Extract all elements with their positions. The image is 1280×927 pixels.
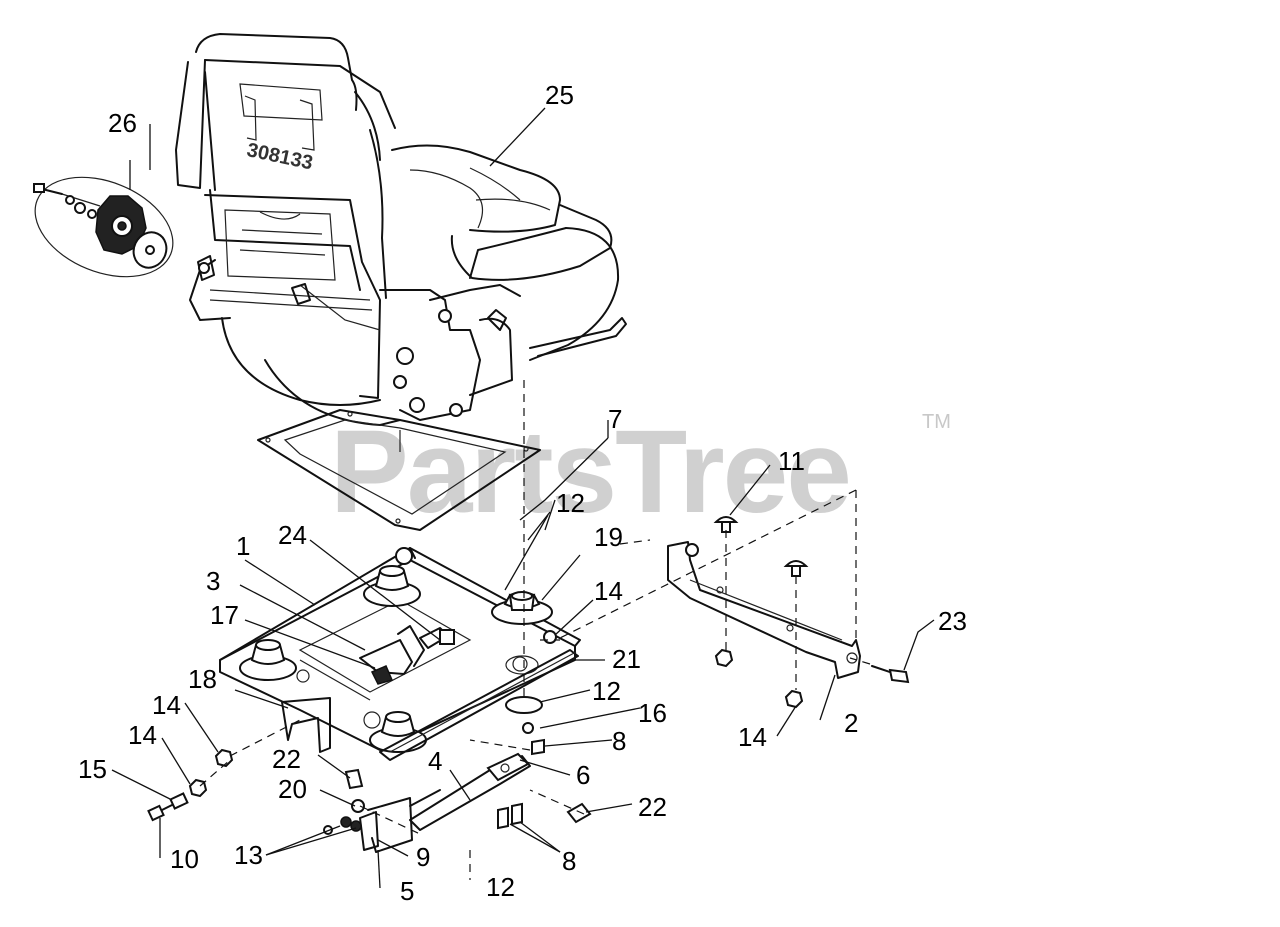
callout-10: 10 — [170, 844, 199, 874]
callout-14-right: 14 — [594, 576, 623, 606]
callout-8-lower: 8 — [562, 846, 576, 876]
callout-17: 17 — [210, 600, 239, 630]
callout-19: 19 — [594, 522, 623, 552]
seat-part-stamp: 308133 — [245, 139, 315, 174]
callout-2: 2 — [844, 708, 858, 738]
callout-1: 1 — [236, 531, 250, 561]
callout-21: 21 — [612, 644, 641, 674]
callout-22-left: 22 — [272, 744, 301, 774]
callout-14-bracket: 14 — [738, 722, 767, 752]
callout-18: 18 — [188, 664, 217, 694]
callout-4: 4 — [428, 746, 442, 776]
cross-bracket — [667, 541, 861, 679]
callout-16: 16 — [638, 698, 667, 728]
rubber-mount-19 — [491, 591, 557, 714]
leader-lines — [111, 107, 935, 889]
callout-3: 3 — [206, 566, 220, 596]
fasteners — [147, 516, 910, 835]
watermark-trademark: TM — [922, 411, 951, 433]
callout-14-left-lower: 14 — [128, 720, 157, 750]
callout-12-middle: 12 — [592, 676, 621, 706]
callout-15: 15 — [78, 754, 107, 784]
seat-plate — [257, 409, 541, 531]
callout-26: 26 — [108, 108, 137, 138]
alignment-lines — [199, 380, 871, 880]
latch-assembly — [359, 625, 455, 685]
callout-22-right: 22 — [638, 792, 667, 822]
callout-8-upper: 8 — [612, 726, 626, 756]
callout-14-left-upper: 14 — [152, 690, 181, 720]
callout-9: 9 — [416, 842, 430, 872]
callout-5: 5 — [400, 876, 414, 906]
callout-12-bottom: 12 — [486, 872, 515, 902]
callout-25: 25 — [545, 80, 574, 110]
base-frame — [219, 547, 581, 753]
watermark-text: PartsTree — [330, 406, 850, 538]
callout-24: 24 — [278, 520, 307, 550]
callout-23: 23 — [938, 606, 967, 636]
callout-11: 11 — [778, 446, 805, 476]
callout-13: 13 — [234, 840, 263, 870]
adjustment-knob-exploded — [33, 176, 174, 278]
callout-12-top: 12 — [556, 488, 585, 518]
callout-6: 6 — [576, 760, 590, 790]
slide-rail — [379, 649, 579, 761]
callout-20: 20 — [278, 774, 307, 804]
callout-labels: 26 25 7 11 12 19 14 1 24 3 17 18 14 14 1… — [78, 80, 967, 906]
adjust-lever — [409, 752, 531, 831]
callout-7: 7 — [608, 404, 622, 434]
